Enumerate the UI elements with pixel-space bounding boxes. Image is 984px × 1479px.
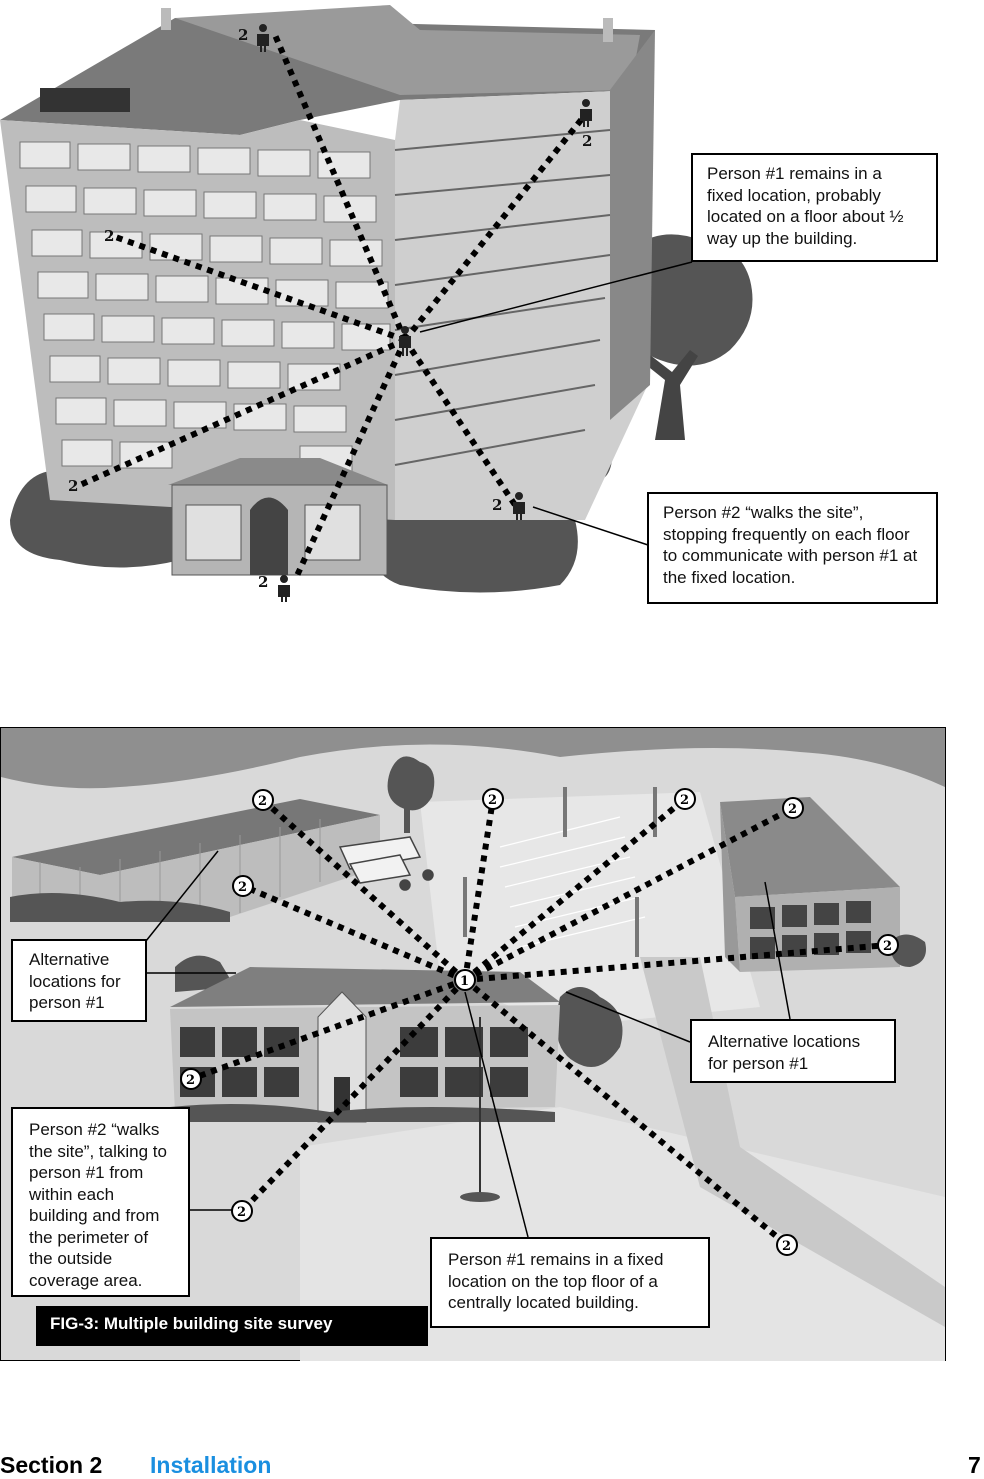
callout-person2-walks: Person #2 “walks the site”, stopping fre…	[647, 492, 938, 604]
marker-2: 2	[238, 26, 248, 44]
marker-2: 2	[104, 227, 114, 245]
marker-2: 2	[492, 496, 502, 514]
callout-person2-walks-site: Person #2 “walks the site”, talking to p…	[11, 1107, 190, 1297]
callout-person1-fixed: Person #1 remains in a fixed location, p…	[691, 153, 938, 262]
hub-marker: 1	[460, 974, 469, 989]
marker-2: 2	[258, 573, 268, 591]
footer-section: Section 2	[0, 1452, 103, 1478]
marker-2: 2	[68, 477, 78, 495]
marker-2: 2	[488, 793, 497, 808]
marker-2: 2	[680, 793, 689, 808]
callout-person1-top-floor: Person #1 remains in a fixed location on…	[430, 1237, 710, 1328]
figure-caption: FIG-3: Multiple building site survey	[36, 1306, 428, 1346]
marker-2: 2	[186, 1073, 195, 1088]
building-illustration: 2 2 2 2 2 2	[0, 5, 753, 602]
marker-2: 2	[582, 132, 592, 150]
footer-title: Installation	[150, 1452, 272, 1478]
marker-2: 2	[237, 1205, 246, 1220]
page-number: 7	[968, 1452, 981, 1478]
callout-alt-locations-right: Alternative locations for person #1	[690, 1019, 896, 1083]
marker-2: 2	[788, 802, 797, 817]
marker-2: 2	[258, 794, 267, 809]
marker-2: 2	[883, 939, 892, 954]
marker-2: 2	[782, 1239, 791, 1254]
marker-2: 2	[238, 880, 247, 895]
callout-alt-locations-left: Alternative locations for person #1	[11, 939, 147, 1022]
